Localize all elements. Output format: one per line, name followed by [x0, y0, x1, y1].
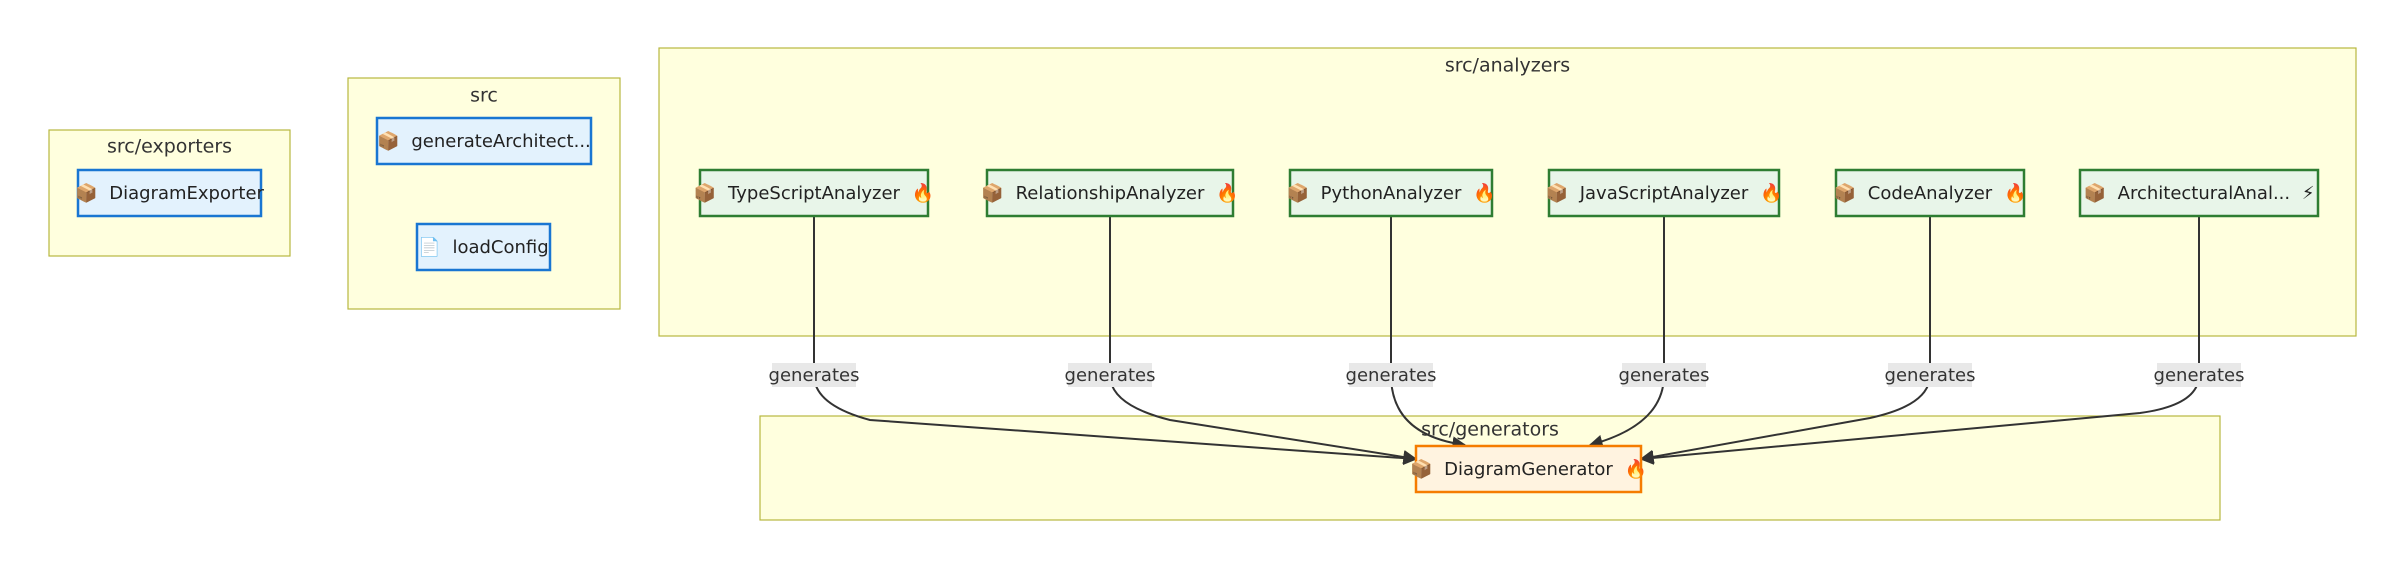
package-icon: 📦 [1834, 182, 1856, 204]
node-label: RelationshipAnalyzer [1016, 183, 1205, 204]
edge-label: generates [1619, 363, 1710, 387]
edge-label-text: generates [1885, 365, 1976, 386]
cluster-label: src/exporters [107, 136, 232, 158]
node-code-analyzer[interactable]: 📦 CodeAnalyzer 🔥 [1834, 168, 2027, 218]
svg-text:📦 DiagramGenerator: 📦 DiagramGenerator 🔥 [1410, 458, 1647, 480]
node-label: loadConfig [452, 237, 548, 258]
edge-label: generates [1065, 363, 1156, 387]
cluster-label: src/generators [1421, 419, 1559, 441]
node-python-analyzer[interactable]: 📦 PythonAnalyzer 🔥 [1286, 168, 1496, 218]
svg-text:📦 DiagramExporter: 📦 DiagramExporter [75, 182, 264, 204]
package-icon: 📦 [2084, 182, 2106, 204]
edge-label: generates [1885, 363, 1976, 387]
node-label: DiagramExporter [109, 183, 264, 204]
edge-label-text: generates [1065, 365, 1156, 386]
node-typescript-analyzer[interactable]: 📦 TypeScriptAnalyzer 🔥 [694, 168, 934, 218]
svg-text:📦 JavaScriptAnalyzer: 📦 JavaScriptAnalyzer 🔥 [1546, 182, 1783, 204]
svg-text:📦 RelationshipAnalyzer: 📦 RelationshipAnalyzer 🔥 [981, 182, 1238, 204]
svg-text:📦 generateArchitect...: 📦 generateArchitect... [377, 130, 591, 152]
package-icon: 📦 [75, 182, 97, 204]
node-load-config[interactable]: 📄 loadConfig [415, 222, 552, 272]
fire-icon: 🔥 [912, 182, 934, 204]
fire-icon: 🔥 [1473, 182, 1495, 204]
file-icon: 📄 [418, 236, 440, 258]
package-icon: 📦 [694, 182, 716, 204]
node-diagram-generator[interactable]: 📦 DiagramGenerator 🔥 [1410, 444, 1647, 494]
package-icon: 📦 [1286, 182, 1308, 204]
cluster-src-analyzers: src/analyzers [658, 47, 2357, 337]
edge-label-text: generates [769, 365, 860, 386]
svg-text:📦 PythonAnalyzer: 📦 PythonAnalyzer 🔥 [1286, 182, 1495, 204]
svg-text:📦 ArchitecturalAnal...: 📦 ArchitecturalAnal... ⚡ [2084, 182, 2315, 204]
edge-label-text: generates [2154, 365, 2245, 386]
node-architectural-analyzer[interactable]: 📦 ArchitecturalAnal... ⚡ [2078, 168, 2320, 218]
package-icon: 📦 [981, 182, 1003, 204]
edge-label-text: generates [1619, 365, 1710, 386]
node-relationship-analyzer[interactable]: 📦 RelationshipAnalyzer 🔥 [981, 168, 1239, 218]
svg-text:📄 loadConfig: 📄 loadConfig [418, 236, 548, 258]
node-label: DiagramGenerator [1444, 459, 1613, 480]
node-label: TypeScriptAnalyzer [727, 183, 900, 204]
svg-text:📦 CodeAnalyzer 🔥: 📦 CodeAnalyzer 🔥 [1834, 182, 2027, 204]
fire-icon: 🔥 [1216, 182, 1238, 204]
edge-label-text: generates [1346, 365, 1437, 386]
node-label: CodeAnalyzer [1868, 183, 1993, 204]
svg-text:📦 TypeScriptAnalyzer: 📦 TypeScriptAnalyzer 🔥 [694, 182, 934, 204]
edge-label: generates [769, 363, 860, 387]
fire-icon: 🔥 [1760, 182, 1782, 204]
node-javascript-analyzer[interactable]: 📦 JavaScriptAnalyzer 🔥 [1546, 168, 1783, 218]
cluster-src: src [347, 77, 621, 310]
edge-label: generates [1346, 363, 1437, 387]
node-label: generateArchitect... [411, 131, 590, 152]
lightning-icon: ⚡ [2302, 183, 2315, 204]
cluster-label: src [470, 85, 498, 107]
package-icon: 📦 [1546, 182, 1568, 204]
fire-icon: 🔥 [1625, 458, 1647, 480]
package-icon: 📦 [1410, 458, 1432, 480]
node-label: PythonAnalyzer [1321, 183, 1462, 204]
fire-icon: 🔥 [2004, 182, 2026, 204]
node-label: JavaScriptAnalyzer [1579, 183, 1749, 204]
edge-label: generates [2154, 363, 2245, 387]
edge-labels: generates generates generates generates … [769, 363, 2245, 387]
node-label: ArchitecturalAnal... [2118, 183, 2290, 204]
cluster-label: src/analyzers [1445, 55, 1570, 77]
node-diagram-exporter[interactable]: 📦 DiagramExporter [75, 168, 265, 218]
package-icon: 📦 [377, 130, 399, 152]
node-generate-architect[interactable]: 📦 generateArchitect... [375, 116, 593, 166]
